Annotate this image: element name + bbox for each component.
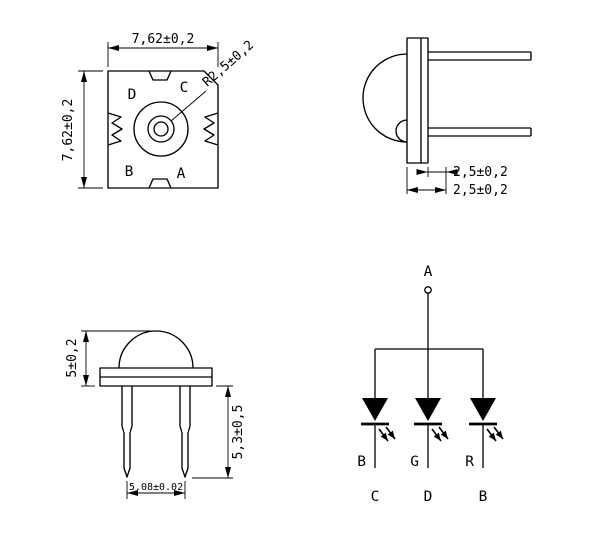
inner-lens-arc (395, 119, 408, 143)
front-view: 5±0,2 5,3±0,5 5.08±0.02 (65, 330, 246, 499)
led-symbol (470, 398, 496, 421)
dim-height-text: 7,62±0,2 (61, 99, 76, 162)
color-label: R (465, 454, 474, 470)
color-label: B (357, 454, 366, 470)
emission-arrow-icon (378, 428, 389, 442)
corner-label-d: D (128, 87, 137, 103)
emission-arrow-icon (493, 426, 504, 440)
pin-label: D (424, 489, 433, 505)
dim-upper-text: 2,5±0,2 (453, 165, 508, 180)
dim-body-height-text: 5±0,2 (65, 338, 80, 377)
dim-width-text: 7,62±0,2 (132, 32, 195, 47)
dome-outline (118, 330, 194, 369)
bottom-notch (148, 178, 172, 189)
led-symbol (362, 398, 388, 421)
top-notch (148, 70, 172, 81)
dim-lead-length-text: 5,3±0,5 (231, 405, 246, 460)
lens-mid-circle (147, 115, 175, 143)
top-view: D C B A R2,5±0,2 7,62±0,2 7,62±0,2 (61, 32, 257, 189)
led-branch-red: R B (465, 349, 504, 505)
dome-profile (362, 53, 408, 143)
package-outline (107, 70, 219, 189)
emission-arrow-icon (431, 428, 442, 442)
lens-inner-circle (153, 121, 169, 137)
corner-label-b: B (125, 164, 134, 180)
anode-label: A (424, 264, 433, 280)
emission-arrow-icon (486, 428, 497, 442)
led-branch-green: G D (410, 349, 449, 505)
pin-label: B (479, 489, 488, 505)
corner-label-a: A (177, 166, 186, 182)
dim-lead-pitch-text: 5.08±0.02 (129, 482, 183, 493)
schematic: A B C G D (357, 264, 504, 505)
pin-label: C (371, 489, 380, 505)
radius-leader-line (170, 90, 207, 122)
led-symbol (415, 398, 441, 421)
radius-callout-text: R2,5±0,2 (200, 38, 257, 90)
led-branch-blue: B C (357, 349, 396, 505)
lead-left (121, 386, 133, 478)
anode-terminal (424, 286, 432, 294)
flange-outline (406, 37, 429, 164)
right-clip (203, 112, 219, 146)
left-clip (107, 112, 123, 146)
dim-lower-text: 2,5±0,2 (453, 183, 508, 198)
corner-label-c: C (180, 80, 189, 96)
color-label: G (410, 454, 419, 470)
lead-right (179, 386, 191, 478)
emission-arrow-icon (438, 426, 449, 440)
lens-outer-circle (133, 101, 189, 157)
emission-arrow-icon (385, 426, 396, 440)
side-view: 2,5±0,2 2,5±0,2 (362, 37, 532, 198)
flange-outline (99, 367, 213, 387)
